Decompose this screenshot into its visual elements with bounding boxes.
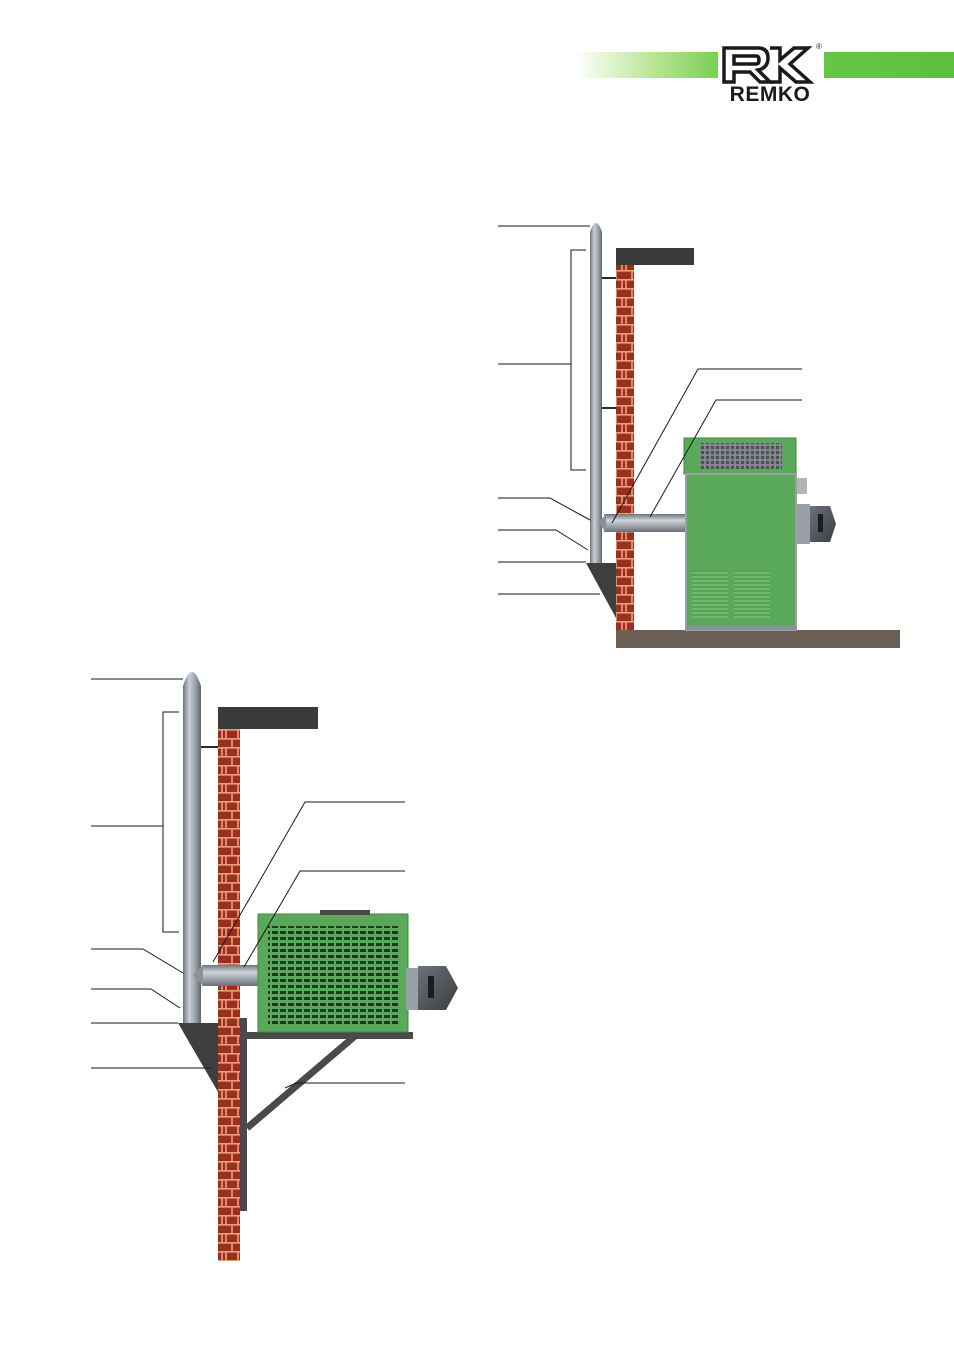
remko-logo-icon (722, 46, 815, 84)
flue-bracket (178, 1023, 218, 1092)
leader-lines (498, 225, 802, 595)
heater-grille (268, 926, 398, 1026)
louver-right (734, 570, 770, 618)
connector-pipe (604, 514, 686, 532)
brand-logo (718, 42, 824, 108)
leader-lines-2 (91, 678, 405, 1089)
louver-left (692, 570, 728, 618)
floor (616, 630, 900, 648)
wall-bracket (586, 563, 616, 618)
floor-standing-diagram (498, 223, 900, 648)
wall-mounted-diagram (91, 672, 458, 1261)
top-air-grille (700, 443, 782, 469)
vertical-flue-2 (183, 672, 201, 1023)
connector-pipe-2 (202, 965, 260, 986)
brick-wall-2 (218, 729, 240, 1261)
registered-mark: ® (816, 42, 822, 51)
burner-2 (418, 966, 458, 1010)
ceiling-slab (616, 248, 694, 265)
support-shelf (247, 1032, 413, 1039)
vertical-flue (590, 223, 602, 563)
brand-name: REMKO (729, 83, 811, 106)
ceiling-slab-2 (218, 707, 318, 729)
support-strut (244, 1033, 358, 1131)
brick-wall (616, 265, 634, 630)
bracket-wall-plate (240, 1018, 247, 1211)
